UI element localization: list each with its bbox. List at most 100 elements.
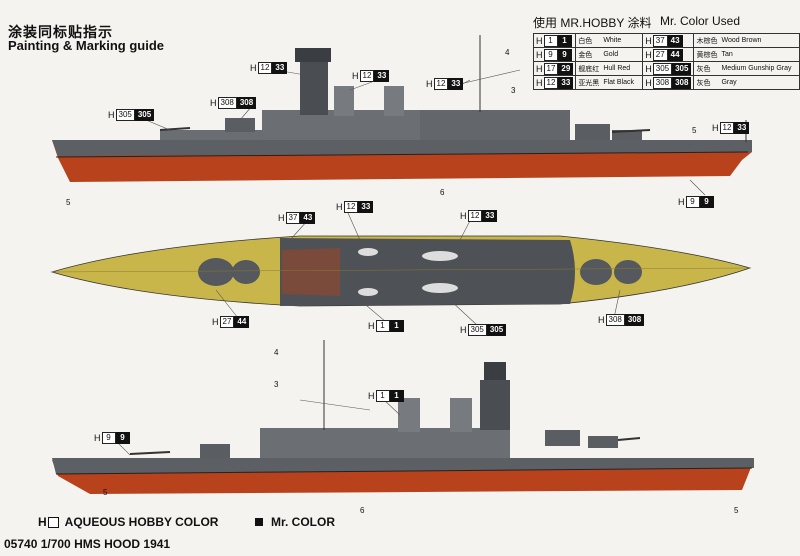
mr-color-code: 33 xyxy=(482,210,498,222)
aqueous-code: 12 xyxy=(543,76,559,89)
h-marker: H xyxy=(212,317,219,327)
mr-color-code: 44 xyxy=(667,48,683,61)
h-marker: H xyxy=(536,77,543,88)
mr-color-code: 308 xyxy=(624,314,645,326)
mr-color-code: 9 xyxy=(557,48,572,61)
legend-aqueous: H AQUEOUS HOBBY COLOR xyxy=(38,515,218,529)
h-marker: H xyxy=(460,211,467,221)
legend-color-en: Flat Black xyxy=(601,75,644,90)
aqueous-code: 308 xyxy=(217,97,237,109)
guide-title-en: Painting & Marking guide xyxy=(8,38,165,53)
mr-color-code: 308 xyxy=(672,76,692,89)
h-marker: H xyxy=(210,98,217,108)
aqueous-code: 305 xyxy=(467,324,487,336)
mr-color-label: Mr. COLOR xyxy=(271,515,336,529)
mr-color-code: 305 xyxy=(134,109,155,121)
h-marker: H xyxy=(536,49,543,60)
mr-color-code: 305 xyxy=(672,62,692,75)
h-marker: H xyxy=(368,391,375,401)
mr-color-code: 33 xyxy=(448,78,464,90)
aqueous-code: 17 xyxy=(543,62,559,75)
aqueous-code: 1 xyxy=(543,34,558,47)
mr-color-code: 33 xyxy=(734,122,750,134)
legend-color-en: Gray xyxy=(719,75,800,90)
legend-heading-en: Mr. Color Used xyxy=(660,14,741,28)
part-number-label: 4 xyxy=(505,48,510,57)
mr-color-code: 43 xyxy=(667,34,683,47)
aqueous-code: 12 xyxy=(719,122,735,134)
h-marker: H xyxy=(645,77,652,88)
aqueous-code: 305 xyxy=(652,62,673,75)
h-marker: H xyxy=(426,79,433,89)
mr-color-code: 33 xyxy=(272,62,288,74)
aqueous-code: 12 xyxy=(433,78,449,90)
h-marker: H xyxy=(368,321,375,331)
legend-color-cn: 灰色 xyxy=(693,75,720,90)
mr-color-code: 29 xyxy=(558,62,574,75)
h-marker: H xyxy=(536,35,543,46)
h-marker: H xyxy=(108,110,115,120)
aqueous-code: 37 xyxy=(285,212,301,224)
side-view-top xyxy=(52,35,752,182)
aqueous-label: AQUEOUS HOBBY COLOR xyxy=(64,515,219,529)
mr-color-code: 1 xyxy=(389,320,404,332)
aqueous-code: 37 xyxy=(652,34,668,47)
mr-color-code: 1 xyxy=(557,34,572,47)
h-marker: H xyxy=(336,202,343,212)
h-marker: H xyxy=(278,213,285,223)
mr-color-code: 33 xyxy=(358,201,374,213)
aqueous-code: 12 xyxy=(257,62,273,74)
model-caption: 05740 1/700 HMS HOOD 1941 xyxy=(4,537,171,551)
mr-color-code: 1 xyxy=(389,390,404,402)
aqueous-code: 305 xyxy=(115,109,135,121)
aqueous-code: 1 xyxy=(375,390,390,402)
part-number-label: 5 xyxy=(66,198,71,207)
side-view-bottom xyxy=(52,340,754,494)
aqueous-code: 12 xyxy=(343,201,359,213)
aqueous-code: 9 xyxy=(101,432,116,444)
h-marker: H xyxy=(352,71,359,81)
h-marker: H xyxy=(712,123,719,133)
top-view xyxy=(50,235,752,307)
h-marker: H xyxy=(645,49,652,60)
mr-color-code: 33 xyxy=(558,76,574,89)
aqueous-code: 27 xyxy=(219,316,235,328)
aqueous-code: 9 xyxy=(685,196,700,208)
mr-color-code: 43 xyxy=(300,212,316,224)
mr-color-code: 44 xyxy=(234,316,250,328)
aqueous-code: 308 xyxy=(605,314,625,326)
part-number-label: 5 xyxy=(103,488,108,497)
aqueous-code: 12 xyxy=(467,210,483,222)
legend-color-cn: 亚光黑 xyxy=(575,75,602,90)
h-marker: H xyxy=(645,63,652,74)
part-number-label: 6 xyxy=(360,506,365,515)
part-number-label: 3 xyxy=(511,86,516,95)
legend-heading-cn: 使用 MR.HOBBY 涂料 xyxy=(533,16,652,30)
white-box-icon xyxy=(47,516,59,528)
part-number-label: 6 xyxy=(440,188,445,197)
legend-mr-color: Mr. COLOR xyxy=(255,515,335,529)
part-number-label: 4 xyxy=(274,348,279,357)
h-marker: H xyxy=(94,433,101,443)
aqueous-code: 12 xyxy=(359,70,375,82)
h-marker: H xyxy=(645,35,652,46)
mr-color-code: 9 xyxy=(115,432,130,444)
